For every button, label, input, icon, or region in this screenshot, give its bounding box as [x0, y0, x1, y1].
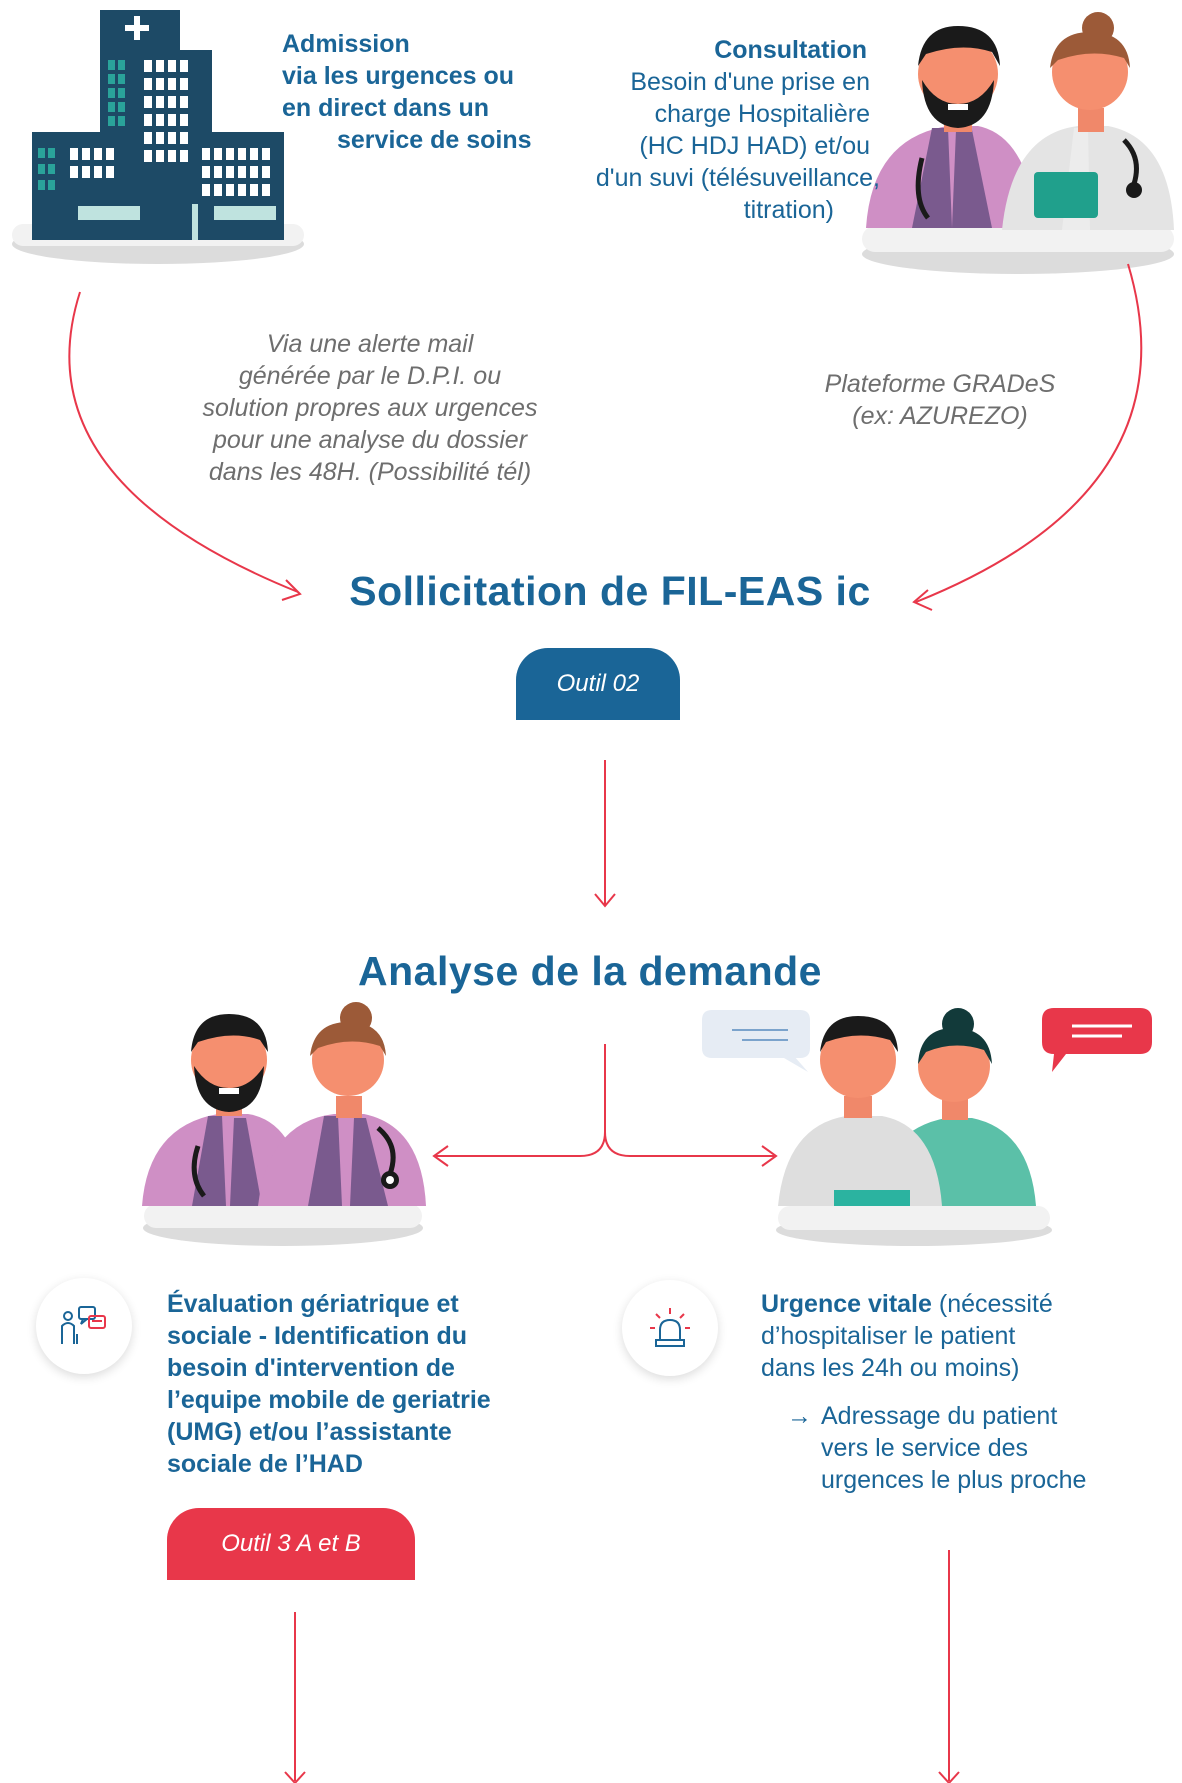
elder-care-icon	[36, 1278, 132, 1374]
left-channel-text: Via une alerte mail générée par le D.P.I…	[150, 328, 590, 488]
branch-left-line: l’equipe mobile de geriatrie	[167, 1386, 491, 1414]
left-channel-line: solution propres aux urgences	[202, 394, 538, 422]
branch-left-line: Évaluation gériatrique et	[167, 1290, 459, 1318]
tool-02-tab[interactable]: Outil 02	[516, 648, 680, 720]
step1-title: Sollicitation de FIL-EAS ic	[349, 568, 871, 614]
consultation-heading: Consultation	[714, 36, 867, 64]
left-channel-line: dans les 48H. (Possibilité tél)	[208, 458, 532, 486]
tool-3ab-tab[interactable]: Outil 3 A et B	[167, 1508, 415, 1580]
adressage-line: vers le service des	[821, 1434, 1029, 1462]
urgence-line: Urgence vitale (nécessité	[761, 1288, 1171, 1320]
doctors-pair-icon	[852, 8, 1178, 274]
admission-line: en direct dans un	[282, 94, 489, 122]
consultation-line: titration)	[743, 196, 834, 224]
arrow-right-icon: →	[787, 1402, 812, 1430]
branch-left-line: sociale de l’HAD	[167, 1450, 363, 1478]
left-channel-line: Via une alerte mail	[266, 330, 474, 358]
consultation-line: charge Hospitalière	[654, 100, 870, 128]
consultation-block: Consultation Besoin d'une prise en charg…	[520, 34, 880, 226]
right-channel-line: Plateforme GRADeS	[824, 370, 1056, 398]
left-channel-line: générée par le D.P.I. ou	[238, 362, 502, 390]
urgence-bold: Urgence vitale	[761, 1290, 932, 1318]
emergency-siren-icon	[622, 1280, 718, 1376]
doctors-pair-icon	[138, 996, 428, 1248]
step2-title: Analyse de la demande	[358, 948, 822, 994]
hospital-building-icon	[8, 8, 308, 266]
down-arrow	[594, 760, 616, 908]
admission-block: Admission via les urgences ou en direct …	[282, 28, 572, 156]
admission-heading: Admission	[282, 30, 410, 58]
urgence-vitale-block: Urgence vitale (nécessité d’hospitaliser…	[761, 1288, 1171, 1496]
split-connector	[432, 1044, 778, 1167]
branch-left-line: sociale - Identification du	[167, 1322, 468, 1350]
branch-left-line: besoin d'intervention de	[167, 1354, 455, 1382]
adressage-line: Adressage du patient	[821, 1402, 1058, 1430]
urgence-line: d’hospitaliser le patient	[761, 1322, 1016, 1350]
adressage-block: → Adressage du patient vers le service d…	[761, 1400, 1171, 1496]
nurses-chat-icon	[696, 1000, 1156, 1248]
consultation-line: (HC HDJ HAD) et/ou	[639, 132, 870, 160]
left-channel-line: pour une analyse du dossier	[212, 426, 528, 454]
geriatric-evaluation-block: Évaluation gériatrique et sociale - Iden…	[167, 1288, 557, 1480]
branch-left-line: (UMG) et/ou l’assistante	[167, 1418, 452, 1446]
urgence-line: dans les 24h ou moins)	[761, 1354, 1020, 1382]
consultation-line: Besoin d'une prise en	[630, 68, 870, 96]
admission-line: service de soins	[337, 126, 532, 154]
right-channel-text: Plateforme GRADeS (ex: AZUREZO)	[790, 368, 1090, 432]
right-channel-line: (ex: AZUREZO)	[852, 402, 1028, 430]
urgence-rest: (nécessité	[931, 1290, 1053, 1318]
down-arrow	[284, 1612, 306, 1783]
consultation-line: d'un suvi (télésuveillance,	[595, 164, 880, 192]
admission-line: via les urgences ou	[282, 62, 515, 90]
adressage-line: urgences le plus proche	[821, 1466, 1087, 1494]
down-arrow	[938, 1550, 960, 1783]
curved-connectors	[68, 263, 1143, 611]
